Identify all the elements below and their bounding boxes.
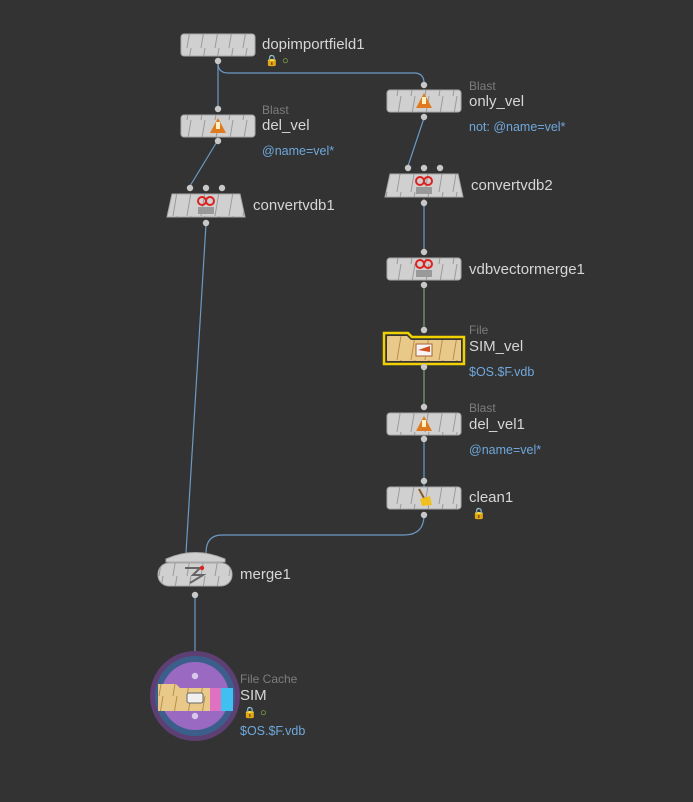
node-param-sim-vel: $OS.$F.vdb (469, 365, 535, 379)
node-convertvdb2[interactable] (384, 164, 464, 207)
wire-delvel-to-convertvdb1 (189, 139, 219, 187)
node-del-vel[interactable] (180, 105, 256, 145)
wire-convertvdb1-to-merge1 (185, 223, 207, 554)
vdb-icon (197, 196, 215, 214)
node-label-merge1: merge1 (240, 566, 291, 583)
node-convertvdb1[interactable] (166, 184, 246, 227)
vdb-icon (415, 176, 433, 194)
node-dopimportfield1[interactable] (180, 33, 256, 65)
blast-icon (210, 118, 226, 133)
display-flag-icon[interactable]: ○ (260, 707, 267, 719)
node-clean1[interactable] (386, 477, 462, 519)
node-param-sim: $OS.$F.vdb (240, 724, 306, 738)
node-only-vel[interactable] (386, 81, 462, 121)
lock-icon[interactable]: 🔒 (243, 707, 257, 719)
blast-icon (416, 416, 432, 431)
node-type-sim-vel: File (469, 323, 489, 337)
node-param-only-vel: not: @name=vel* (469, 120, 566, 134)
node-label-convertvdb1: convertvdb1 (253, 197, 335, 214)
node-sim-filecache[interactable] (150, 651, 240, 741)
file-icon (415, 343, 433, 357)
wire-dopimport-to-onlyvel (217, 62, 425, 84)
node-label-sim-vel: SIM_vel (469, 338, 524, 355)
vdb-icon (415, 259, 433, 277)
node-label-only-vel: only_vel (469, 93, 525, 110)
node-type-only-vel: Blast (469, 79, 496, 93)
node-label-convertvdb2: convertvdb2 (471, 177, 553, 194)
wire-clean1-to-merge1 (205, 514, 425, 554)
node-label-del-vel: del_vel (262, 117, 310, 134)
node-label-clean1: clean1 (469, 489, 514, 506)
disk-icon (186, 692, 204, 704)
lock-icon[interactable]: 🔒 (472, 508, 486, 520)
merge-icon (185, 565, 207, 584)
node-param-del-vel1: @name=vel* (469, 443, 542, 457)
node-del-vel1[interactable] (386, 403, 462, 443)
display-flag-icon[interactable]: ○ (282, 55, 289, 67)
node-type-sim: File Cache (240, 672, 298, 686)
node-param-del-vel: @name=vel* (262, 144, 335, 158)
broom-icon (418, 488, 432, 506)
node-label-vdbvectormerge1: vdbvectormerge1 (469, 261, 585, 278)
node-label-sim: SIM (240, 687, 267, 704)
node-merge1[interactable] (157, 552, 233, 599)
lock-icon[interactable]: 🔒 (265, 55, 279, 67)
wire-onlyvel-to-convertvdb2 (407, 117, 425, 167)
node-label-dopimportfield1: dopimportfield1 (262, 36, 365, 53)
node-vdbvectormerge1[interactable] (386, 248, 462, 289)
blast-icon (416, 93, 432, 108)
node-sim-vel[interactable] (382, 326, 466, 371)
node-type-del-vel: Blast (262, 103, 289, 117)
node-type-del-vel1: Blast (469, 401, 496, 415)
node-label-del-vel1: del_vel1 (469, 416, 525, 433)
